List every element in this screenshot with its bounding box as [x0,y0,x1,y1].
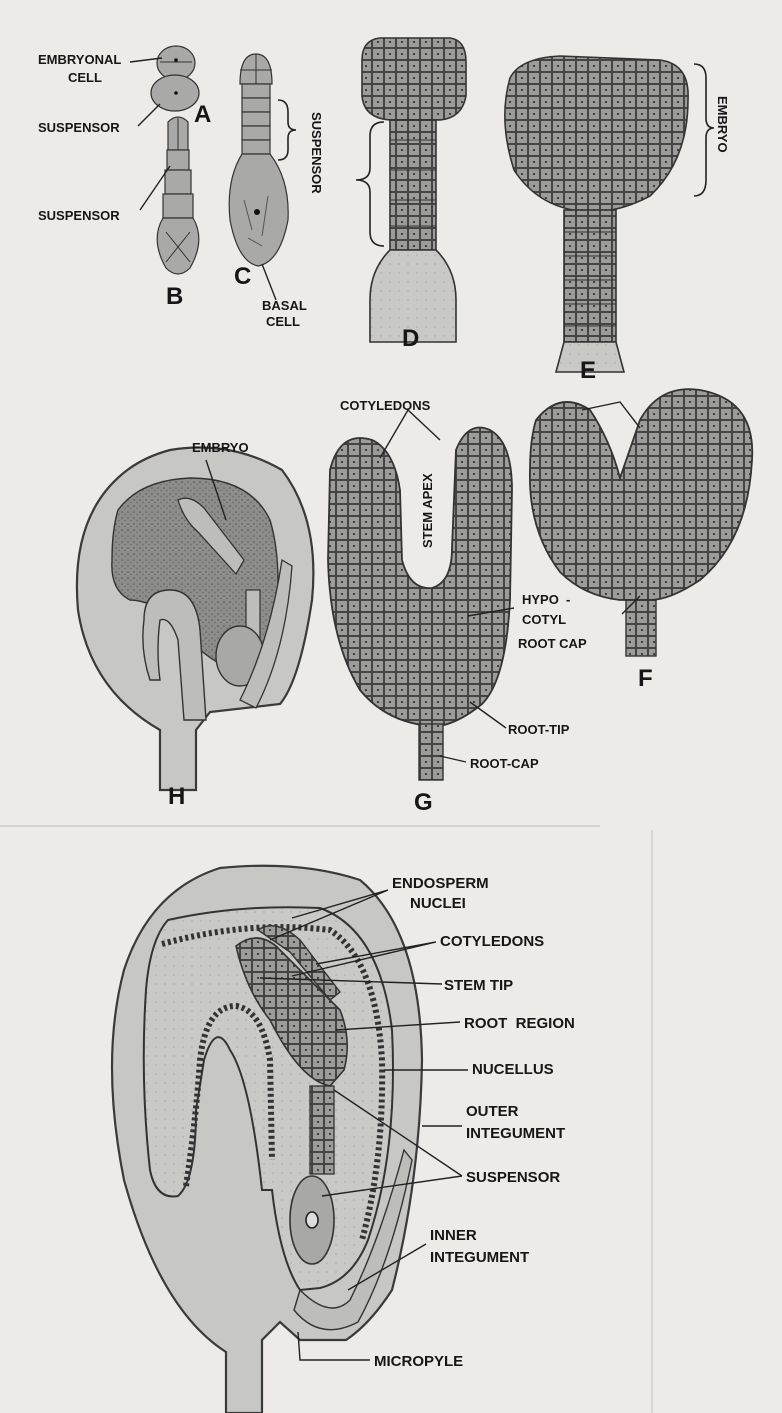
label-basal-cell-1: BASAL [262,298,307,313]
label-endosperm-nuclei-1: ENDOSPERM [392,875,489,892]
label-root-cap-f: ROOT CAP [518,636,587,651]
label-hypocotyl-dash: - [566,592,570,607]
label-suspensor-b: SUSPENSOR [38,208,120,223]
stage-label-c: C [234,263,251,290]
label-hypocotyl-2: COTYL [522,612,566,627]
stage-b-drawing [157,117,199,274]
label-root-region: ROOT REGION [464,1015,575,1032]
label-embryo-h: EMBRYO [192,440,249,455]
label-cotyledons-g: COTYLEDONS [340,398,431,413]
label-hypocotyl-1: HYPO [522,592,559,607]
stage-label-g: G [414,789,433,816]
seed-section-drawing [112,866,422,1413]
label-embryonal-cell-1: EMBRYONAL [38,52,121,67]
stage-h-drawing [77,448,313,791]
label-root-tip: ROOT-TIP [508,722,570,737]
stage-label-h: H [168,783,185,810]
label-stem-tip: STEM TIP [444,977,513,994]
label-outer-integument-1: OUTER [466,1103,519,1120]
stage-label-a: A [194,101,211,128]
label-stem-apex: STEM APEX [420,473,435,548]
label-embryo-e: EMBRYO [715,96,730,153]
label-suspensor-c: SUSPENSOR [309,112,324,194]
label-inner-integument-1: INNER [430,1227,477,1244]
label-nucellus: NUCELLUS [472,1061,554,1078]
label-cotyledons-bottom: COTYLEDONS [440,933,544,950]
label-suspensor-bottom: SUSPENSOR [466,1169,560,1186]
label-outer-integument-2: INTEGUMENT [466,1125,565,1142]
stage-label-f: F [638,665,653,692]
label-micropyle: MICROPYLE [374,1353,463,1370]
stage-e-drawing [505,56,688,372]
stage-a-drawing [151,46,199,111]
label-inner-integument-2: INTEGUMENT [430,1249,529,1266]
stage-d-drawing [362,38,466,342]
label-basal-cell-2: CELL [266,314,300,329]
label-suspensor-a: SUSPENSOR [38,120,120,135]
label-endosperm-nuclei-2: NUCLEI [410,895,466,912]
label-embryonal-cell-2: CELL [68,70,102,85]
stage-label-e: E [580,357,596,384]
label-root-cap-g: ROOT-CAP [470,756,539,771]
stage-label-d: D [402,325,419,352]
stage-label-b: B [166,283,183,310]
